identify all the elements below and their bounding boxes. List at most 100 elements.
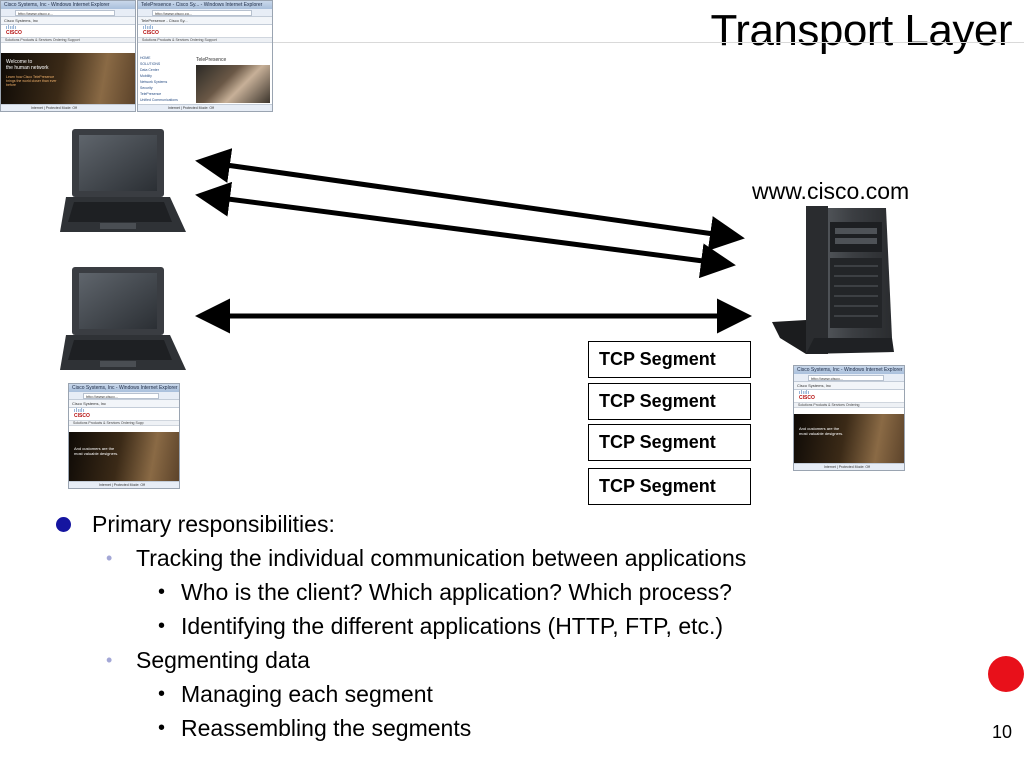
hero-line-2: most valuable designers.: [74, 451, 119, 456]
cisco-bars-icon: ılıılı: [6, 25, 17, 31]
hero-line-2: the human network: [6, 65, 49, 71]
site-nav: Solutions Products & Services Ordering: [794, 402, 904, 408]
cisco-bars-icon: ılıılı: [799, 390, 810, 396]
sidebar-item: Data Center: [140, 68, 159, 72]
connection-arrow: [195, 181, 736, 279]
browser-address-bar: http://www.cisco...: [794, 374, 904, 382]
browser-window-top-right: TelePresence - Cisco Sy... - Windows Int…: [137, 0, 273, 112]
laptop-icon: [60, 267, 186, 370]
site-nav: Solutions Products & Services Ordering S…: [69, 420, 179, 426]
connection-arrow: [195, 148, 745, 251]
address-field: http://www.cisco.c...: [15, 10, 115, 16]
tcp-segment-box: TCP Segment: [588, 424, 751, 461]
browser-tab: TelePresence - Cisco Sy...: [138, 17, 272, 25]
hero-line-1: And customers are the: [74, 446, 115, 451]
browser-title-bar: TelePresence - Cisco Sy... - Windows Int…: [138, 1, 272, 9]
page-number: 10: [991, 722, 1012, 742]
address-field: http://www.cisco...: [83, 393, 159, 399]
browser-tab: Cisco Systems, Inc: [794, 382, 904, 390]
browser-tab: Cisco Systems, Inc: [1, 17, 135, 25]
hero-banner: And customers are the most valuable desi…: [794, 414, 904, 464]
bullet-text: Segmenting data: [136, 647, 310, 673]
bullet-level-2: • Tracking the individual communication …: [56, 541, 956, 575]
bullet-text: Primary responsibilities:: [92, 511, 335, 537]
bullet-text: Managing each segment: [181, 681, 433, 707]
browser-address-bar: http://www.cisco.co...: [138, 9, 272, 17]
cisco-logo-word: CISCO: [143, 30, 159, 36]
server-url-label: www.cisco.com: [752, 178, 910, 204]
sidebar-list: HOME SOLUTIONS Data Center Mobility Netw…: [140, 55, 188, 103]
hero-subtext: Learn how Cisco TelePresence brings the …: [6, 75, 57, 87]
red-dot-icon[interactable]: [988, 656, 1024, 692]
sidebar-item: Mobility: [140, 74, 152, 78]
browser-title-bar: Cisco Systems, Inc - Windows Internet Ex…: [69, 384, 179, 392]
browser-window-top-left: Cisco Systems, Inc - Windows Internet Ex…: [0, 0, 136, 112]
title-divider: [272, 42, 1024, 43]
sidebar-item: HOME: [140, 56, 151, 60]
tcp-segment-box: TCP Segment: [588, 468, 751, 505]
site-nav: Solutions Products & Services Ordering S…: [1, 37, 135, 43]
bullet-text: Reassembling the segments: [181, 715, 472, 741]
bullet-dot-icon: [56, 517, 71, 532]
laptop-icon: [60, 129, 186, 232]
bullet-dot-icon: •: [158, 615, 166, 637]
cisco-bars-icon: ılıılı: [143, 25, 154, 31]
browser-title-bar: Cisco Systems, Inc - Windows Internet Ex…: [794, 366, 904, 374]
bullet-dot-icon: •: [106, 548, 113, 568]
bullet-dot-icon: •: [106, 650, 113, 670]
bullet-level-1: Primary responsibilities:: [56, 508, 956, 541]
bullet-text: Who is the client? Which application? Wh…: [181, 579, 732, 605]
bullet-level-3: • Reassembling the segments: [56, 711, 956, 745]
cisco-logo: ılıılı CISCO: [794, 390, 904, 402]
cisco-bars-icon: ılıılı: [74, 408, 85, 414]
cisco-logo-word: CISCO: [6, 30, 22, 36]
browser-address-bar: http://www.cisco...: [69, 392, 179, 400]
browser-address-bar: http://www.cisco.c...: [1, 9, 135, 17]
bullet-text: Tracking the individual communication be…: [136, 545, 747, 571]
cisco-logo: ılıılı CISCO: [138, 25, 272, 37]
cisco-logo: ılıılı CISCO: [69, 408, 179, 420]
cisco-logo: ılıılı CISCO: [1, 25, 135, 37]
hero-text: Welcome to the human network: [6, 59, 49, 71]
browser-window-bottom-right: Cisco Systems, Inc - Windows Internet Ex…: [793, 365, 905, 471]
slide-title: Transport Layer: [710, 6, 1013, 55]
bullet-level-3: • Managing each segment: [56, 677, 956, 711]
sidebar-item: Network Systems: [140, 80, 168, 84]
telepresence-video: [196, 65, 270, 103]
sidebar-item: SOLUTIONS: [140, 62, 161, 66]
cisco-logo-word: CISCO: [799, 395, 815, 401]
browser-status-bar: Internet | Protected Mode: Off: [138, 104, 272, 111]
bullet-level-2: • Segmenting data: [56, 643, 956, 677]
hero-banner: And customers are the most valuable desi…: [69, 432, 179, 482]
cisco-logo-word: CISCO: [74, 413, 90, 419]
hero-text: And customers are the most valuable desi…: [74, 446, 118, 456]
site-nav: Solutions Products & Services Ordering S…: [138, 37, 272, 43]
hero-banner: Welcome to the human network Learn how C…: [1, 53, 135, 105]
bullet-dot-icon: •: [158, 581, 166, 603]
bullet-dot-icon: •: [158, 717, 166, 739]
hero-line-1: And customers are the: [799, 426, 840, 431]
browser-title-bar: Cisco Systems, Inc - Windows Internet Ex…: [1, 1, 135, 9]
address-field: http://www.cisco...: [808, 375, 884, 381]
browser-tab: Cisco Systems, Inc: [69, 400, 179, 408]
bullet-dot-icon: •: [158, 683, 166, 705]
address-field: http://www.cisco.co...: [152, 10, 252, 16]
tcp-segment-box: TCP Segment: [588, 341, 751, 378]
sidebar-item: TelePresence: [140, 92, 162, 96]
browser-status-bar: Internet | Protected Mode: Off: [1, 104, 135, 111]
tcp-segment-box: TCP Segment: [588, 383, 751, 420]
sidebar-item: Unified Communications: [140, 98, 178, 102]
browser-window-bottom-left: Cisco Systems, Inc - Windows Internet Ex…: [68, 383, 180, 489]
bullet-text: Identifying the different applications (…: [181, 613, 724, 639]
content-heading: TelePresence: [196, 57, 227, 63]
bullet-list: Primary responsibilities: • Tracking the…: [56, 508, 956, 745]
hero-line-2: most valuable designers.: [799, 431, 844, 436]
hero-line-1: Welcome to: [6, 59, 33, 65]
hero-text: And customers are the most valuable desi…: [799, 426, 843, 436]
bullet-level-3: • Identifying the different applications…: [56, 609, 956, 643]
server-icon: [772, 206, 894, 354]
sidebar-item: Security: [140, 86, 153, 90]
browser-status-bar: Internet | Protected Mode: Off: [69, 481, 179, 488]
browser-status-bar: Internet | Protected Mode: Off: [794, 463, 904, 470]
